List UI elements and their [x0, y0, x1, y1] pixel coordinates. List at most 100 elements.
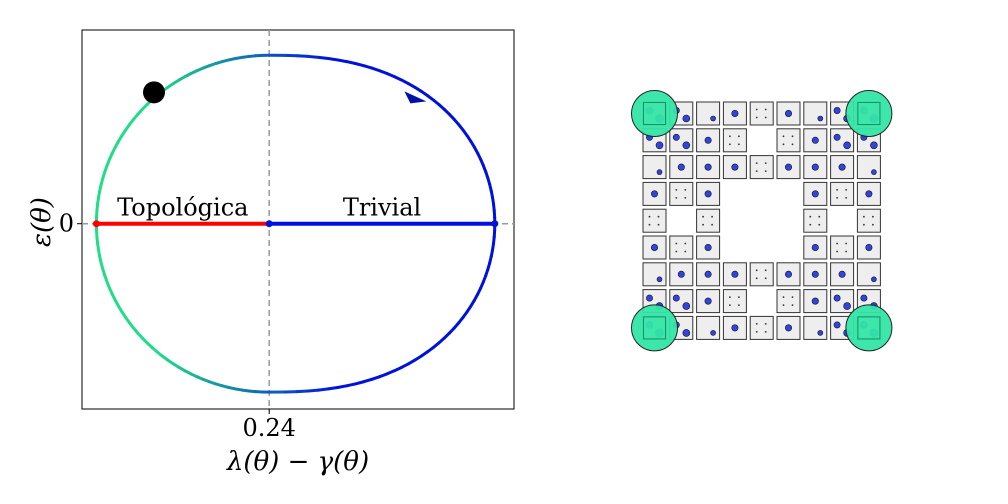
x-axis-label: λ(θ) − γ(θ) [226, 447, 369, 477]
site-amplitude [677, 163, 685, 171]
site-amplitude [656, 169, 663, 175]
site-dot [836, 197, 838, 199]
site-amplitude [650, 244, 658, 252]
site-amplitude [843, 302, 851, 310]
segment-label-topologica: Topológica [117, 194, 248, 222]
ticks [77, 223, 270, 414]
loop-segment [295, 54, 310, 58]
site-dot [791, 135, 794, 138]
lattice-cell [642, 155, 667, 180]
site-amplitude [704, 297, 712, 305]
lattice-cell [749, 155, 774, 180]
site-dot [755, 323, 758, 325]
lattice-cell [696, 315, 721, 340]
site-amplitude [731, 110, 739, 118]
site-dot [764, 331, 767, 333]
site-amplitude [646, 294, 653, 302]
site-amplitude [811, 297, 819, 305]
lattice-cell [669, 289, 694, 314]
lattice-cell [696, 101, 721, 126]
site-amplitude [682, 302, 691, 310]
site-dot [755, 331, 758, 333]
lattice-cell [696, 208, 721, 233]
site-amplitude [704, 270, 712, 278]
site-dot [818, 215, 821, 218]
lattice-cell [830, 235, 855, 260]
site-dot [684, 189, 687, 191]
site-dot [657, 215, 660, 218]
site-amplitude [833, 321, 841, 329]
site-dot [863, 223, 865, 226]
segment-endpoint [491, 220, 499, 228]
site-dot [684, 250, 687, 253]
site-amplitude [704, 136, 712, 144]
site-dot [863, 215, 865, 218]
site-dot [738, 135, 740, 138]
site-amplitude [811, 136, 819, 144]
site-dot [729, 296, 731, 298]
site-dot [764, 108, 767, 111]
lattice-cell [803, 101, 828, 126]
site-amplitude [655, 141, 664, 150]
site-amplitude [650, 190, 658, 198]
loop-segment [326, 386, 340, 391]
lattice-cell [856, 262, 881, 287]
corner-mode [631, 90, 678, 137]
loop-segment [336, 58, 349, 64]
site-amplitude [731, 324, 739, 332]
lattice-diagram [631, 90, 893, 352]
loop-chart: Topológica Trivial 0.24 0 λ(θ) − γ(θ) ε(… [27, 29, 515, 477]
site-dot [818, 223, 821, 226]
site-amplitude [811, 270, 819, 278]
site-amplitude [704, 163, 712, 171]
site-amplitude [811, 244, 819, 252]
lattice-cell [669, 128, 694, 153]
site-dot [764, 170, 767, 173]
site-dot [782, 135, 785, 138]
site-dot [675, 250, 678, 253]
lattice-cell [830, 181, 855, 206]
site-dot [711, 215, 713, 218]
site-dot [764, 269, 767, 272]
site-amplitude [865, 190, 873, 198]
site-dot [872, 223, 874, 226]
site-amplitude [731, 163, 739, 171]
site-dot [675, 242, 678, 245]
site-dot [738, 143, 740, 146]
loop-segment [326, 57, 340, 62]
loop-segment [306, 54, 320, 59]
site-dot [791, 143, 794, 146]
site-amplitude [833, 107, 841, 114]
lattice-cell [642, 262, 667, 287]
site-dot [684, 197, 687, 199]
lattice-cell [776, 128, 801, 153]
site-dot [738, 304, 740, 306]
site-dot [782, 143, 785, 146]
site-amplitude [784, 110, 792, 118]
site-dot [764, 277, 767, 280]
lattice-cell [776, 289, 801, 314]
site-dot [764, 323, 767, 325]
site-amplitude [672, 294, 680, 302]
site-amplitude [682, 329, 691, 337]
y-axis-label: ε(θ) [27, 197, 57, 247]
state-marker [143, 81, 165, 104]
site-dot [657, 223, 660, 226]
lattice-cell [749, 315, 774, 340]
site-amplitude [833, 294, 841, 302]
site-dot [648, 215, 651, 218]
loop-segment [316, 387, 330, 392]
loop-segment [295, 389, 310, 394]
site-amplitude [682, 114, 691, 123]
site-amplitude [682, 141, 691, 150]
site-amplitude [838, 270, 846, 278]
site-dot [729, 135, 731, 138]
lattice-cell [856, 155, 881, 180]
lattice-cell [722, 128, 747, 153]
y-tick-label: 0 [59, 210, 74, 238]
lattice-cell [830, 128, 855, 153]
site-amplitude [704, 190, 712, 198]
site-dot [764, 162, 767, 165]
site-amplitude [656, 276, 663, 283]
